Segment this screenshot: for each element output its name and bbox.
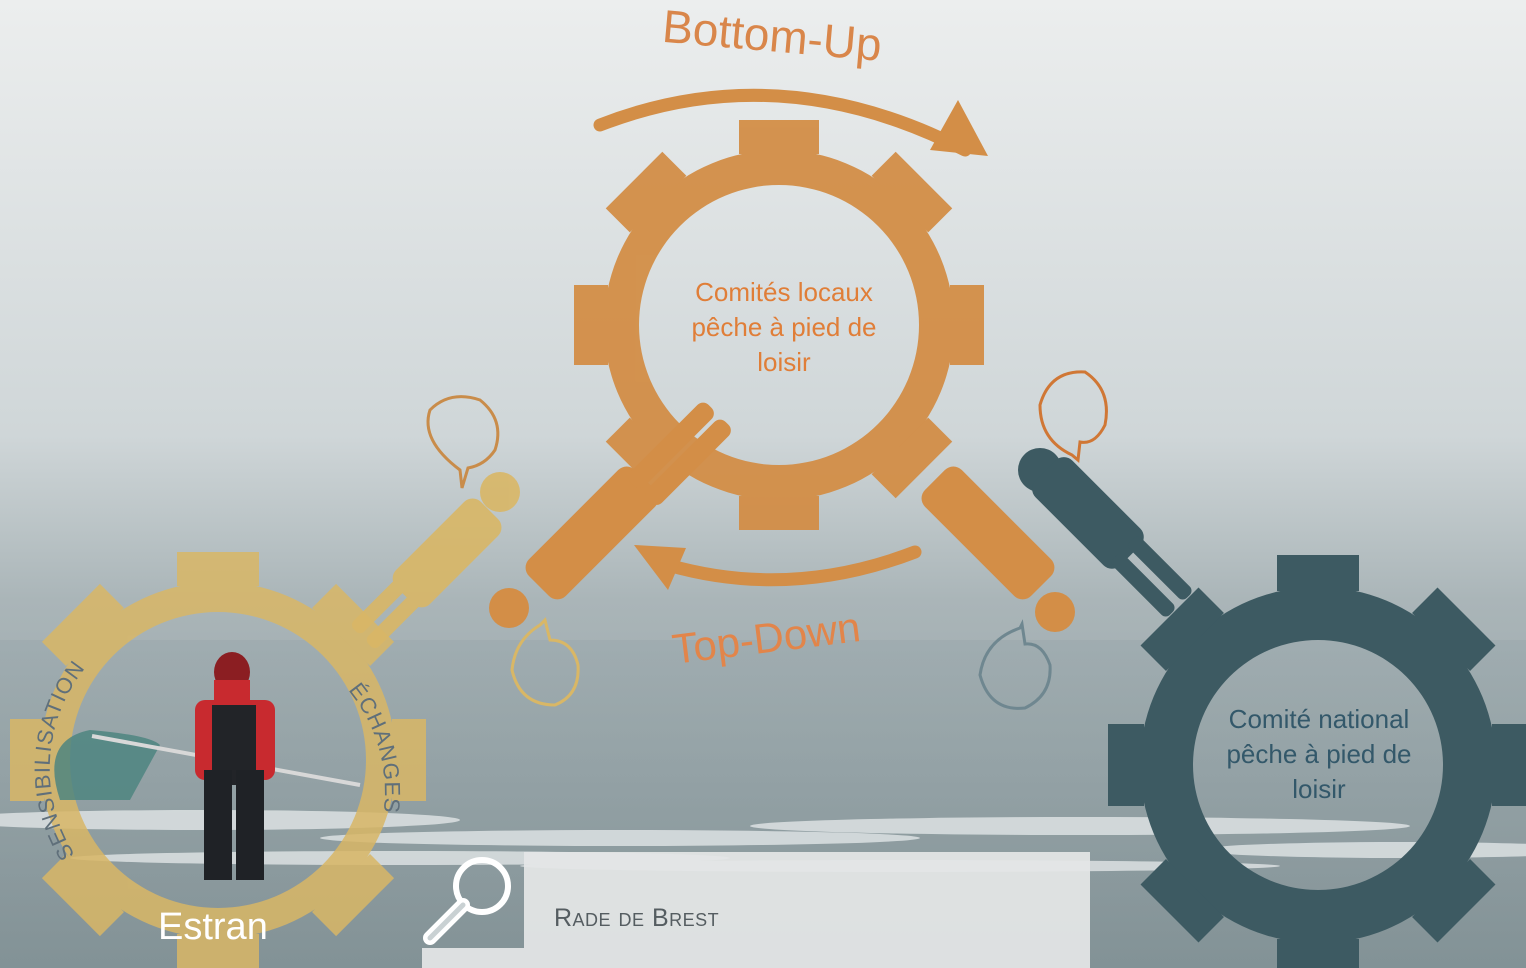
gear-tooth <box>177 552 259 586</box>
estran-label: Estran <box>158 906 268 949</box>
gear-tooth <box>1108 724 1144 806</box>
search-panel-extension <box>422 948 524 968</box>
gear-tooth <box>1492 724 1526 806</box>
gear-tooth <box>1277 555 1359 591</box>
gear-right-label-line2: pêche à pied de <box>1199 737 1439 772</box>
location-label: Rade de Brest <box>554 904 719 933</box>
gear-center-label-line2: pêche à pied de <box>664 310 904 345</box>
gear-tooth <box>1277 939 1359 968</box>
gear-center-label-line3: loisir <box>664 345 904 380</box>
gear-center-label: Comités locaux pêche à pied de loisir <box>664 275 904 380</box>
gear-right-label: Comité national pêche à pied de loisir <box>1199 702 1439 807</box>
gear-tooth <box>739 496 819 530</box>
gear-center-label-line1: Comités locaux <box>664 275 904 310</box>
gear-tooth <box>574 285 608 365</box>
gear-tooth <box>739 120 819 154</box>
magnifier-icon[interactable] <box>420 850 520 950</box>
gear-tooth <box>950 285 984 365</box>
gear-right-label-line3: loisir <box>1199 772 1439 807</box>
gear-right-label-line1: Comité national <box>1199 702 1439 737</box>
location-search-panel[interactable]: Rade de Brest <box>524 852 1090 968</box>
